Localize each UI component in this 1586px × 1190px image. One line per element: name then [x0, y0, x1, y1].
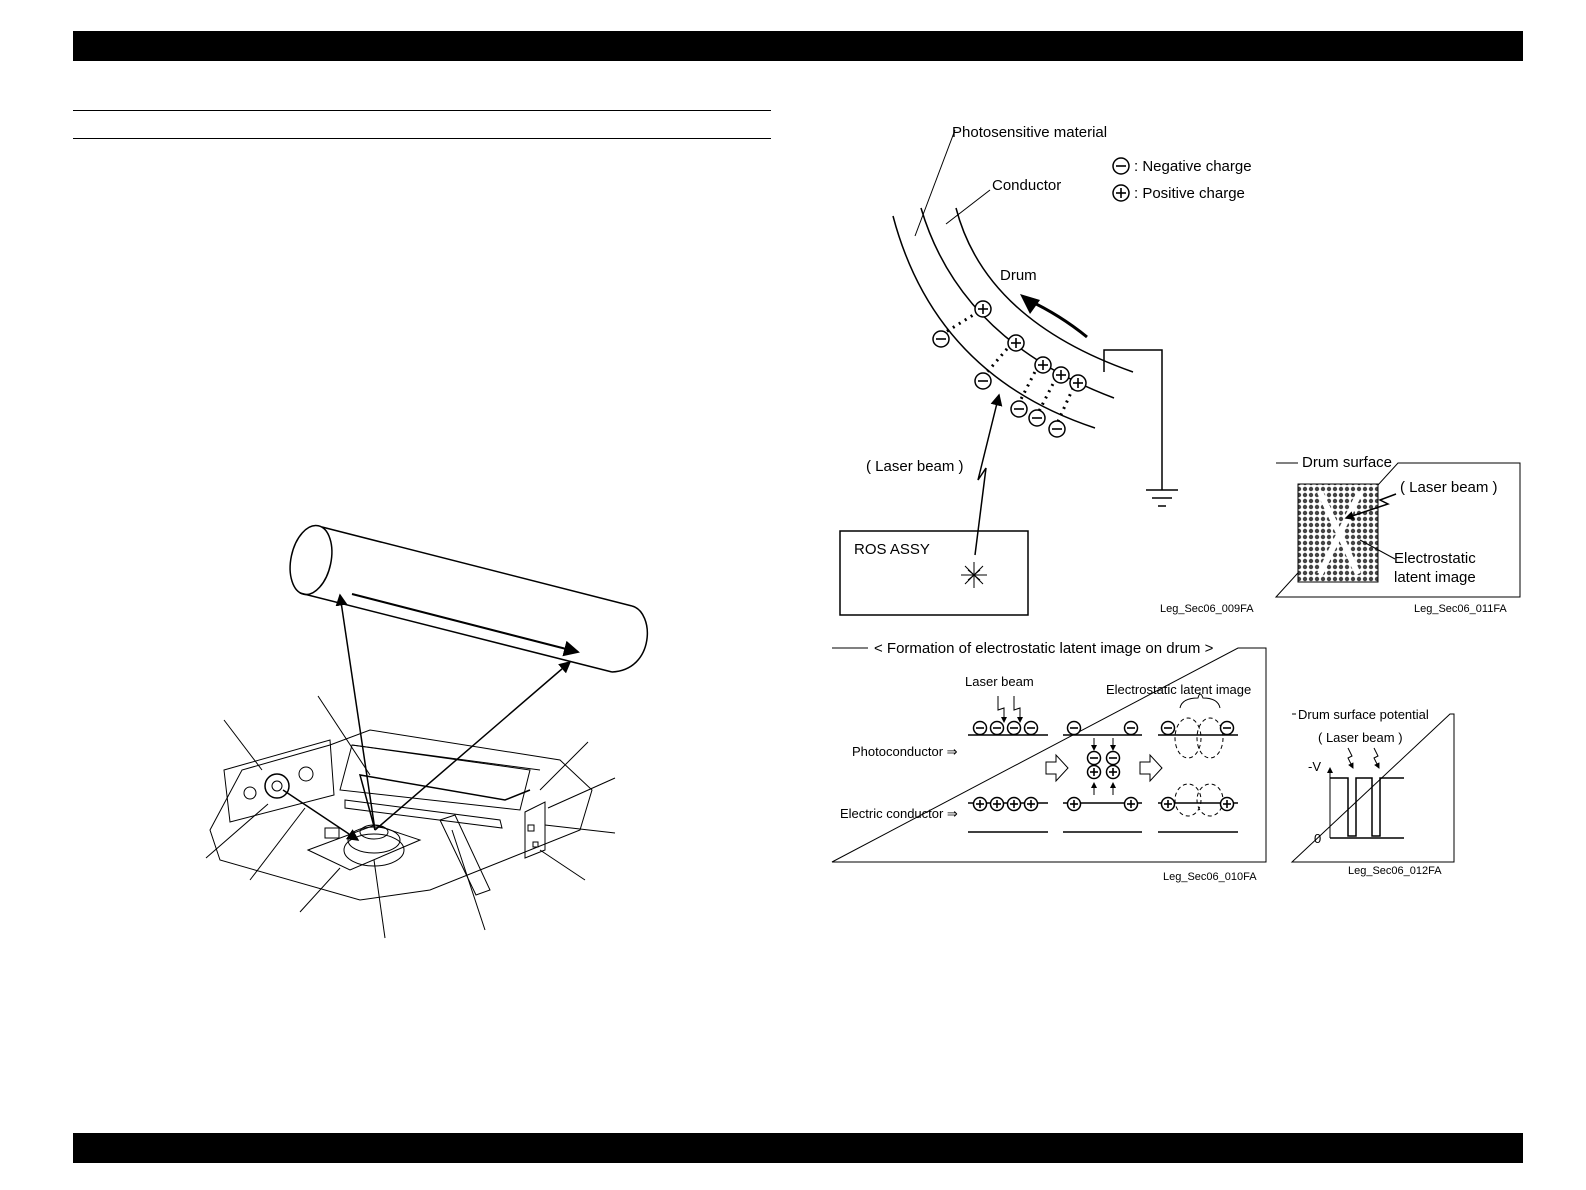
drum-charges	[932, 300, 1087, 438]
photoconductor-label: Photoconductor ⇒	[852, 744, 958, 759]
drum-surface-laser-label: ( Laser beam )	[1400, 479, 1498, 496]
latent-image-x	[1317, 490, 1363, 576]
ros-assy-label: ROS ASSY	[854, 541, 930, 558]
drum-potential-laser-label: ( Laser beam )	[1318, 730, 1403, 745]
electrostatic-label: Electrostatic	[1394, 550, 1476, 567]
header-bar	[73, 31, 1523, 61]
rotation-arrow-head	[1020, 294, 1040, 314]
formation-latent-label: Electrostatic latent image	[1106, 682, 1251, 697]
drum-cylinder	[289, 524, 649, 673]
positive-charge-icon	[1112, 184, 1130, 202]
photosensitive-material-label: Photosensitive material	[952, 124, 1107, 141]
conductor-label: Conductor	[992, 177, 1061, 194]
positive-charge-legend: : Positive charge	[1134, 185, 1245, 202]
hollow-arrow-icon	[1045, 753, 1069, 783]
ros-assy-box	[839, 530, 1029, 616]
caption-010: Leg_Sec06_010FA	[1163, 871, 1257, 883]
laser-source-icon	[961, 562, 987, 588]
negative-charge-icon	[1112, 157, 1130, 175]
electric-conductor-label: Electric conductor ⇒	[840, 806, 958, 821]
zero-label: 0	[1314, 831, 1321, 846]
negative-charge-legend: : Negative charge	[1134, 158, 1252, 175]
drum-label: Drum	[1000, 267, 1037, 284]
drum-surface-laser-arrow	[1344, 493, 1397, 520]
caption-011: Leg_Sec06_011FA	[1414, 603, 1507, 615]
footer-bar	[73, 1133, 1523, 1163]
latent-image-label: latent image	[1394, 569, 1476, 586]
header-rule-top	[73, 110, 771, 111]
hollow-arrow-icon-2	[1139, 753, 1163, 783]
formation-title: < Formation of electrostatic latent imag…	[874, 640, 1214, 657]
header-rule-bottom	[73, 138, 771, 139]
ros-housing	[209, 593, 593, 901]
rotation-arrow	[1027, 298, 1088, 339]
caption-009: Leg_Sec06_009FA	[1160, 603, 1254, 615]
drum-potential-title: Drum surface potential	[1298, 707, 1429, 722]
formation-panel: < Formation of electrostatic latent imag…	[831, 640, 1267, 863]
laser-beam-zigzag	[974, 393, 1003, 556]
formation-laser-label: Laser beam	[965, 674, 1034, 689]
callout-leaders	[205, 695, 616, 939]
caption-012: Leg_Sec06_012FA	[1348, 865, 1442, 877]
laser-beam-label: ( Laser beam )	[866, 458, 964, 475]
drum-potential-panel: Drum surface potential ( Laser beam ) -V…	[1290, 707, 1455, 863]
ground-icon	[1103, 349, 1178, 507]
drum-surface-panel: Drum surface ( Laser beam ) Electrostati…	[1274, 454, 1521, 598]
drum-surface-title: Drum surface	[1302, 454, 1392, 471]
minus-v-label: -V	[1308, 759, 1321, 774]
